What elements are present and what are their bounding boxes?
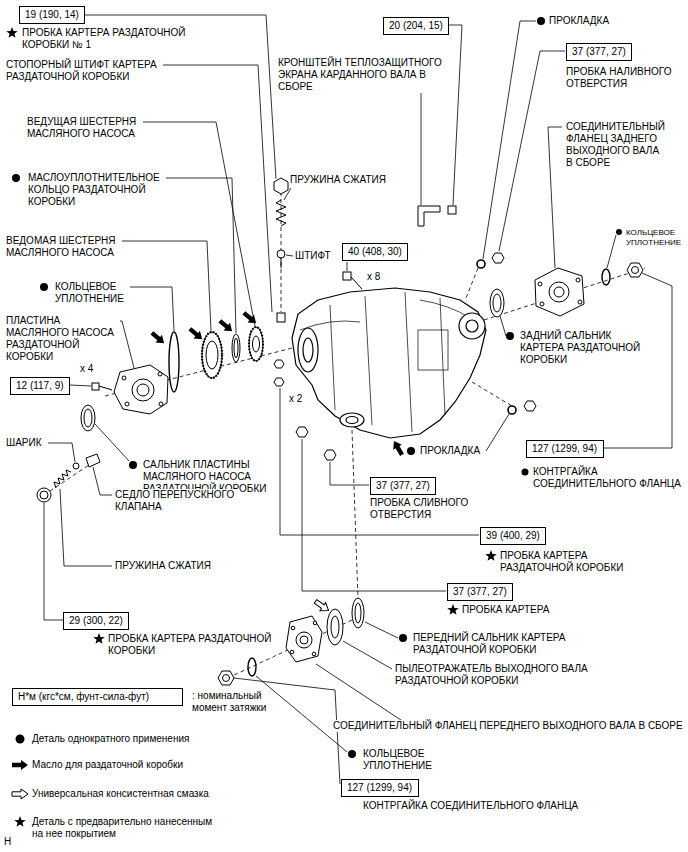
torque-box: 19 (190, 14) [19, 6, 85, 24]
part-label: СТОПОРНЫЙ ШТИФТ КАРТЕРА РАЗДАТОЧНОЙ КОРО… [6, 59, 158, 83]
part-label: ПРОБКА КАРТЕРА [462, 604, 551, 616]
leader-lines [44, 15, 672, 784]
part-label: ПРУЖИНА СЖАТИЯ [115, 560, 212, 572]
torque-value: 127 (1299, 94) [532, 443, 597, 455]
part-label: ПРОБКА КАРТЕРА РАЗДАТОЧНОЙ КОРОБКИ [108, 633, 273, 657]
one-time-use-dots [12, 17, 622, 758]
top-parts [274, 178, 504, 322]
torque-box: 127 (1299, 94) [526, 440, 604, 458]
part-label: ЗАДНИЙ САЛЬНИК КАРТЕРА РАЗДАТОЧНОЙ КОРОБ… [520, 330, 642, 366]
torque-value: 37 (377, 27) [453, 586, 507, 598]
part-label: ШАРИК [6, 437, 43, 449]
legend-text: Деталь с предварительно нанесенным на не… [32, 816, 214, 840]
part-label: ПРОБКА НАЛИВНОГО ОТВЕРСТИЯ [566, 66, 673, 90]
legend-symbols [12, 735, 28, 827]
part-label: ПРОКЛАДКА [420, 445, 482, 457]
legend-text: : номинальный момент затяжки [192, 690, 268, 714]
torque-box: 37 (377, 27) [370, 477, 436, 495]
legend-text: Масло для раздаточной коробки [32, 759, 185, 771]
legend-text: Универсальная консистентная смазка [32, 788, 210, 800]
legend-text: Деталь однократного применения [32, 733, 191, 745]
part-label: КОЛЬЦЕВОЕ УПЛОТНЕНИЕ [363, 748, 433, 772]
part-label: ВЕДОМАЯ ШЕСТЕРНЯ МАСЛЯНОГО НАСОСА [6, 235, 117, 259]
part-label: ПРОКЛАДКА [549, 15, 611, 27]
plugs [274, 360, 536, 460]
part-label: ПЕРЕДНИЙ САЛЬНИК КАРТЕРА РАЗДАТОЧНОЙ КОР… [413, 632, 567, 656]
legend-sample-text: Н*м (кгс*см, фунт-сила-фут) [18, 691, 177, 703]
torque-value: 37 (377, 27) [572, 46, 626, 58]
torque-box: 37 (377, 27) [566, 43, 632, 61]
rear-output-parts [490, 263, 643, 317]
quantity-label: x 8 [367, 271, 382, 283]
torque-box: 40 (408, 30) [342, 243, 408, 261]
torque-value: 29 (300, 22) [69, 615, 123, 627]
part-label: КОНТРГАЙКА СОЕДИНИТЕЛЬНОГО ФЛАНЦА [363, 800, 580, 812]
part-label: КОЛЬЦЕВОЕ УПЛОТНЕНИЕ [55, 281, 125, 305]
quantity-label: x 4 [80, 363, 95, 375]
torque-box: 37 (377, 27) [447, 583, 513, 601]
torque-value: 12 (117, 9) [16, 380, 64, 392]
part-label: СЕДЛО ПЕРЕПУСКНОГО КЛАПАНА [115, 489, 236, 513]
torque-value: 20 (204, 15) [389, 20, 443, 32]
torque-value: 37 (377, 27) [376, 480, 430, 492]
torque-box: 127 (1299, 94) [341, 779, 419, 797]
part-label: МАСЛОУПЛОТНИТЕЛЬНОЕ КОЛЬЦО РАЗДАТОЧНОЙ К… [28, 172, 161, 208]
part-label: ПЫЛЕОТРАЖАТЕЛЬ ВЫХОДНОГО ВАЛА РАЗДАТОЧНО… [395, 663, 589, 687]
torque-box: 20 (204, 15) [383, 17, 449, 35]
precoated-stars [6, 27, 496, 644]
part-label: СОЕДИНИТЕЛЬНЫЙ ФЛАНЕЦ ПЕРЕДНЕГО ВЫХОДНОГ… [333, 720, 684, 732]
part-label: ШТИФТ [295, 250, 332, 262]
torque-box: 29 (300, 22) [63, 612, 129, 630]
part-label: ВЕДУЩАЯ ШЕСТЕРНЯ МАСЛЯНОГО НАСОСА [27, 116, 138, 140]
part-label: ПЛАСТИНА МАСЛЯНОГО НАСОСА РАЗДАТОЧНОЙ КО… [6, 315, 115, 363]
torque-value: 39 (400, 29) [486, 530, 540, 542]
torque-value: 127 (1299, 94) [347, 782, 412, 794]
part-label: КОНТРГАЙКА СОЕДИНИТЕЛЬНОГО ФЛАНЦА [533, 466, 682, 490]
torque-box: 39 (400, 29) [480, 527, 546, 545]
part-label: КОЛЬЦЕВОЕ УПЛОТНЕНИЕ [626, 228, 683, 248]
quantity-label: x 2 [289, 393, 304, 405]
part-label: ПРУЖИНА СЖАТИЯ [290, 174, 387, 186]
transfer-case-housing [292, 288, 486, 438]
part-label: ПРОБКА КАРТЕРА РАЗДАТОЧНОЙ КОРОБКИ [500, 550, 625, 574]
part-label: ПРОБКА СЛИВНОГО ОТВЕРСТИЯ [370, 497, 470, 521]
part-label: СОЕДИНИТЕЛЬНЫЙ ФЛАНЕЦ ЗАДНЕГО ВЫХОДНОГО … [566, 121, 666, 169]
torque-value: 19 (190, 14) [25, 9, 79, 21]
torque-box: 12 (117, 9) [10, 377, 70, 395]
figure-code: H [4, 836, 13, 848]
part-label: ПРОБКА КАРТЕРА РАЗДАТОЧНОЙ КОРОБКИ № 1 [22, 27, 187, 51]
torque-value: 40 (408, 30) [348, 246, 402, 258]
legend-sample-box: Н*м (кгс*см, фунт-сила-фут) [12, 688, 183, 706]
part-label: КРОНШТЕЙН ТЕПЛОЗАЩИТНОГО ЭКРАНА КАРДАННО… [278, 57, 443, 93]
